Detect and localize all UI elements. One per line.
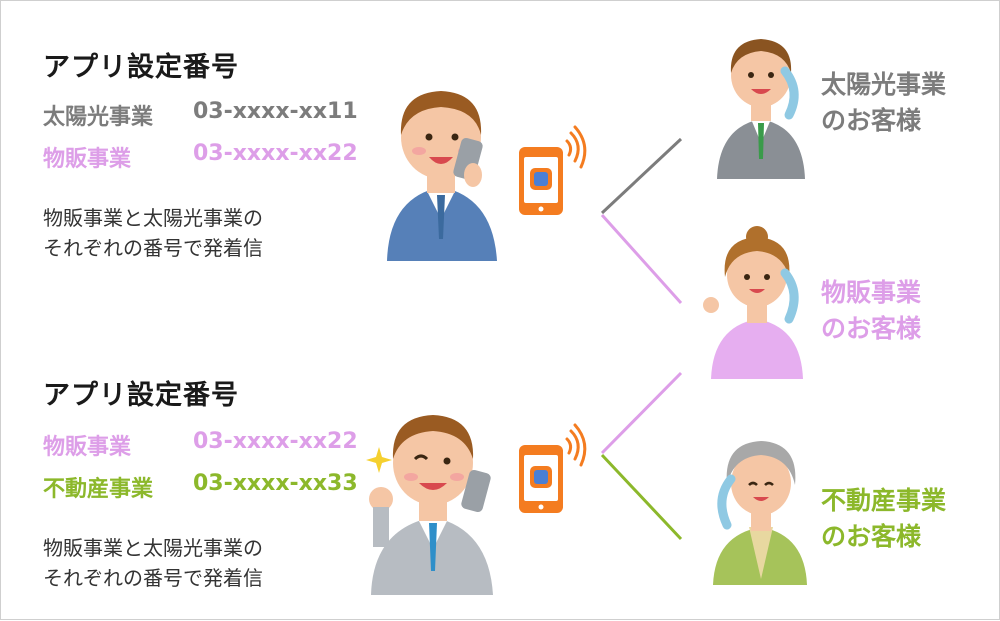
handset-icon	[780, 66, 799, 120]
customer2-label: 物販事業 のお客様	[821, 275, 921, 347]
group2-title: アプリ設定番号	[43, 380, 239, 411]
connector-solar-top	[600, 137, 683, 215]
customer3-label: 不動産事業 のお客様	[821, 483, 946, 555]
customer1-line1: 太陽光事業	[821, 70, 947, 99]
customer2-line2: のお客様	[821, 314, 922, 343]
customer1-line2: のお客様	[821, 106, 922, 135]
signal-waves-icon	[565, 423, 587, 467]
connector-retail-bottom	[600, 371, 683, 455]
customer2-line1: 物販事業	[821, 278, 922, 307]
group2-row1-number: 03-xxxx-xx22	[193, 429, 358, 454]
group1-note-line1: 物販事業と太陽光事業の	[43, 206, 263, 230]
group2-row1-label: 物販事業	[43, 435, 132, 460]
group1-row1-label: 太陽光事業	[43, 105, 154, 130]
smartphone-icon	[519, 147, 563, 215]
handset-icon	[780, 268, 799, 324]
smartphone-1	[519, 125, 587, 215]
group2-note-line2: それぞれの番号で発着信	[43, 566, 263, 590]
group1-title: アプリ設定番号	[43, 52, 239, 83]
smartphone-icon	[519, 445, 563, 513]
group2-note-line1: 物販事業と太陽光事業の	[43, 536, 263, 560]
connector-realestate-bottom	[600, 453, 683, 541]
group2-row2-label: 不動産事業	[43, 477, 154, 502]
connector-retail-top	[600, 213, 683, 305]
customer3-line2: のお客様	[821, 522, 922, 551]
customer-man-illustration	[717, 39, 805, 179]
signal-waves-icon	[565, 125, 587, 169]
customer3-line1: 不動産事業	[821, 486, 947, 515]
operator-blue-illustration	[387, 91, 497, 261]
group1-note-line2: それぞれの番号で発着信	[43, 236, 263, 260]
group2-row2-number: 03-xxxx-xx33	[193, 471, 358, 496]
group1-row1-number: 03-xxxx-xx11	[193, 99, 358, 124]
group1-row2-label: 物販事業	[43, 147, 132, 172]
customer-elderly-illustration	[713, 441, 807, 585]
operator-gray-illustration	[366, 415, 493, 595]
smartphone-2	[519, 423, 587, 513]
handset-icon	[461, 469, 491, 513]
customer1-label: 太陽光事業 のお客様	[821, 67, 946, 139]
handset-icon	[717, 474, 736, 530]
customer-woman-illustration	[703, 226, 803, 379]
group1-row2-number: 03-xxxx-xx22	[193, 141, 358, 166]
sparkle-icon	[366, 447, 392, 473]
